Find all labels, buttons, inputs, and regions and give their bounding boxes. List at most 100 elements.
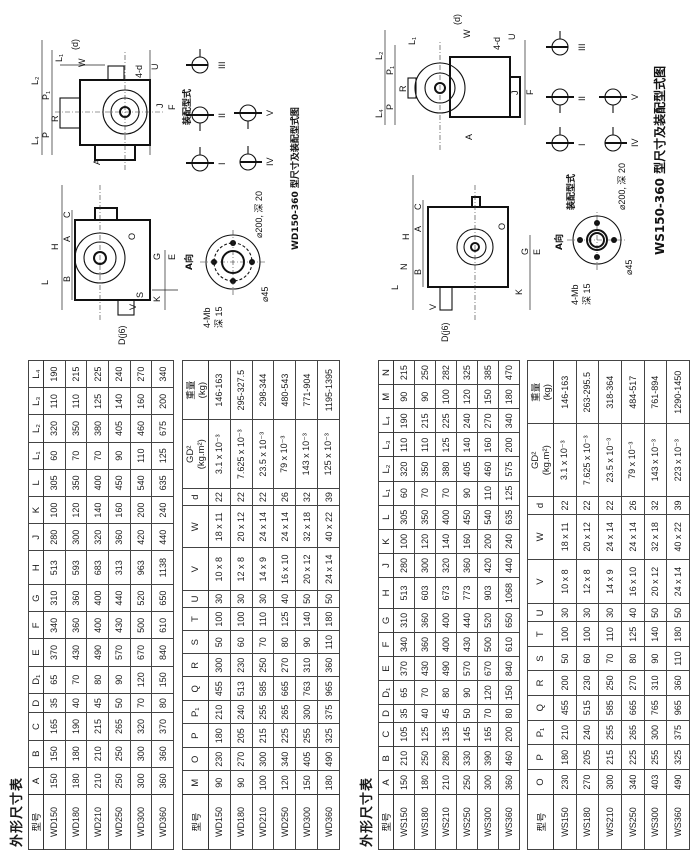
value-cell: 340	[273, 747, 296, 771]
column-header: L₂	[378, 457, 394, 482]
dim-label: R	[50, 115, 60, 122]
value-cell: 350	[414, 457, 436, 482]
value-cell: 90	[414, 384, 436, 409]
value-cell: 513	[230, 677, 253, 701]
value-cell: 350	[65, 414, 87, 443]
value-cell: 513	[393, 577, 415, 609]
value-cell: 840	[151, 638, 174, 667]
value-cell: 150	[393, 770, 415, 795]
value-cell: 320	[43, 414, 66, 443]
value-cell: 215	[65, 360, 87, 388]
column-header: P	[527, 744, 554, 770]
value-cell: 160	[108, 496, 131, 524]
flange-label: 4-Mb	[202, 307, 212, 328]
dim-label: E	[167, 254, 177, 260]
value-cell: 32	[295, 488, 318, 506]
dim-label: V	[128, 304, 138, 310]
value-cell: 30	[576, 603, 599, 622]
dim-label: L₁	[54, 54, 64, 62]
value-cell: 90	[230, 771, 253, 795]
value-cell: 665	[621, 695, 645, 721]
column-header: L₁	[28, 442, 44, 470]
dim-label: U	[507, 34, 517, 41]
value-cell: 325	[666, 744, 690, 770]
value-cell: 79 x 10⁻³	[273, 419, 296, 489]
value-cell: 1290-1450	[666, 360, 690, 424]
value-cell: 230	[553, 769, 577, 795]
value-cell: 325	[317, 724, 340, 748]
value-cell: 330	[456, 746, 478, 771]
column-header: D	[378, 704, 394, 723]
value-cell: 160	[456, 529, 478, 554]
value-cell: 250	[414, 360, 436, 385]
value-cell: 60	[43, 442, 66, 470]
dim-label: L₄	[30, 136, 40, 145]
value-cell: 280	[435, 746, 457, 771]
value-cell: 215	[252, 724, 274, 748]
model-cell: WS180	[576, 794, 599, 850]
value-cell: 80	[435, 680, 457, 705]
dim-label: C	[62, 211, 72, 218]
dim-label: N	[399, 264, 409, 271]
assembly-type-label: V	[630, 94, 640, 100]
model-cell: WS150	[553, 794, 577, 850]
model-cell: WS250	[456, 794, 478, 850]
value-cell: 200	[130, 496, 152, 524]
dim-label: H	[50, 244, 60, 251]
dim-label: P₁	[385, 66, 395, 75]
value-cell: 340	[43, 611, 66, 639]
value-cell: 24 x 14	[598, 514, 622, 560]
column-header: L₃	[28, 387, 44, 415]
value-cell: 100	[393, 529, 415, 554]
value-cell: 70	[252, 630, 274, 654]
value-cell: 146-163	[208, 360, 231, 420]
column-header: L₄	[28, 360, 44, 388]
value-cell: 460	[477, 457, 499, 482]
value-cell: 500	[477, 632, 499, 657]
value-cell: 70	[65, 442, 87, 470]
value-cell: 340	[621, 769, 645, 795]
value-cell: 484-517	[621, 360, 645, 424]
value-cell: 110	[65, 387, 87, 415]
value-cell: 110	[130, 442, 152, 470]
value-cell: 50	[108, 693, 131, 713]
value-cell: 80	[86, 666, 109, 694]
column-header: L₃	[378, 432, 394, 457]
value-cell: 440	[456, 608, 478, 633]
value-cell: 370	[393, 656, 415, 681]
dim-label: J	[510, 91, 520, 96]
value-cell: 205	[576, 744, 599, 770]
column-header: C	[28, 712, 44, 741]
column-header: H	[378, 577, 394, 609]
value-cell: 100	[230, 607, 253, 631]
value-cell: 255	[598, 720, 622, 745]
value-cell: 540	[477, 505, 499, 530]
value-cell: 320	[130, 712, 152, 741]
column-header: M	[378, 384, 394, 409]
dim-label: V	[428, 304, 438, 310]
value-cell: 670	[477, 656, 499, 681]
wd-section-title: 外形尺寸表	[10, 776, 25, 847]
model-cell: WD150	[208, 794, 231, 850]
value-cell: 30	[208, 590, 231, 608]
assembly-title: 装配型式	[565, 174, 577, 211]
value-cell: 100	[252, 771, 274, 795]
value-cell: 50	[666, 603, 690, 622]
value-cell: 225	[273, 724, 296, 748]
value-cell: 440	[498, 553, 520, 578]
value-cell: 405	[108, 414, 131, 443]
value-cell: 120	[456, 384, 478, 409]
value-cell: 30	[553, 603, 577, 622]
value-cell: 370	[151, 712, 174, 741]
value-cell: 773	[456, 577, 478, 609]
column-header: V	[182, 548, 209, 591]
flange-label: 深 15	[214, 306, 224, 328]
ws-front-view: H C A B O G E L N V D(j6) K	[390, 175, 542, 342]
column-header: 型号	[28, 794, 44, 850]
assembly-type-label: IV	[265, 157, 275, 166]
value-cell: 380	[86, 414, 109, 443]
